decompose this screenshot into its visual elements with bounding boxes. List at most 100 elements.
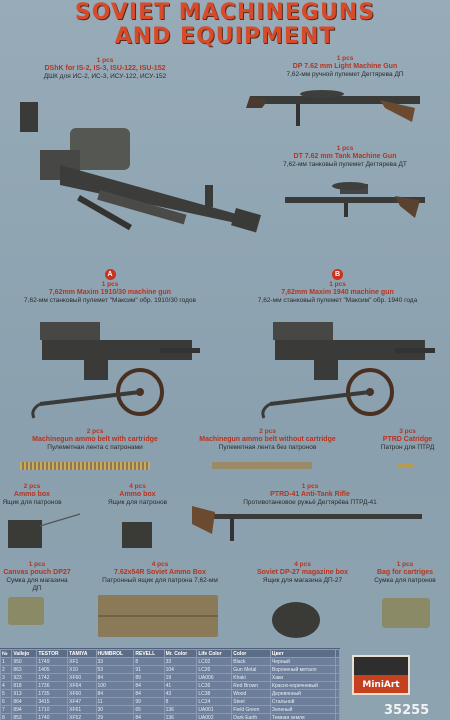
table-cell: 894 (11, 705, 38, 714)
table-cell: 33 (163, 657, 198, 666)
table-header (334, 649, 340, 658)
table-cell: XF1 (67, 657, 97, 666)
table-cell: 84 (133, 681, 165, 690)
table-cell: 99 (133, 697, 165, 706)
belt-without-cartridge-drawing (212, 462, 312, 469)
ammo-box-2-drawing (122, 522, 152, 548)
ptrd-rifle-drawing (192, 506, 422, 541)
table-cell: 864 (11, 697, 38, 706)
table-cell: Khaki (231, 673, 271, 682)
table-cell: 5 (0, 689, 13, 698)
caption-soviet-ammo-box: 4 pcs 7.62x54R Soviet Ammo Box Патронный… (102, 561, 218, 585)
table-cell: 1740 (36, 713, 69, 720)
table-cell: 30 (95, 705, 135, 714)
table-cell (334, 681, 340, 690)
table-cell: 41 (163, 681, 198, 690)
table-cell: Красно-коричневый (269, 681, 336, 690)
table-cell: 19 (163, 673, 198, 682)
table-header: HUMBROL (95, 649, 135, 658)
table-cell: 950 (11, 657, 38, 666)
caption-dp27-magazine-box: 4 pcs Soviet DP-27 magazine box Ящик для… (256, 561, 349, 585)
table-cell: Dark Earth (231, 713, 271, 720)
page-title-line2: AND EQUIPMENT (114, 24, 336, 49)
table-cell: 53 (95, 665, 135, 674)
table-cell: 89 (133, 673, 165, 682)
table-cell: Хаки (269, 673, 336, 682)
page-title-line1: SOVIET MACHINEGUNS (74, 0, 376, 25)
caption-dshk: 1 pcs DShK for IS-2, IS-3, ISU-122, ISU-… (43, 57, 167, 81)
table-cell: 2 (0, 665, 13, 674)
table-cell: Wood (231, 689, 271, 698)
table-cell: UA002 (196, 713, 233, 720)
belt-with-cartridge-drawing (20, 462, 150, 470)
table-cell: Стальной (269, 697, 336, 706)
caption-ammo-box-4pcs: 4 pcs Ammo box Ящик для патронов (107, 483, 168, 507)
caption-dt: 1 pcs DT 7.62 mm Tank Machine Gun 7,62-м… (283, 145, 407, 169)
table-cell: XF52 (67, 713, 97, 720)
table-cell: 863 (11, 665, 38, 674)
table-cell: 84 (95, 673, 135, 682)
table-header: TAMIYA (67, 649, 97, 658)
dp-light-machine-gun-drawing (246, 90, 420, 126)
kit-number: 35255 (384, 703, 430, 718)
miniart-logo: MiniArt (352, 655, 410, 695)
table-header: Life Color (196, 649, 233, 658)
table-cell: Зеленый (269, 705, 336, 714)
table-cell: 818 (11, 681, 38, 690)
table-cell: 923 (11, 673, 38, 682)
table-cell: XF60 (67, 689, 97, 698)
table-cell: LC38 (196, 689, 233, 698)
dt-tank-machine-gun-drawing (285, 182, 425, 218)
table-cell (334, 705, 340, 714)
table-cell: 7 (0, 705, 13, 714)
table-cell: XF64 (67, 681, 97, 690)
table-cell: LC36 (196, 681, 233, 690)
caption-ptrd-cartridge: 3 pcs PTRD Catridge Патрон для ПТРД (380, 428, 435, 452)
table-cell: 84 (95, 689, 135, 698)
table-cell: 84 (133, 689, 165, 698)
table-cell: 136 (163, 705, 198, 714)
table-cell: LC26 (196, 665, 233, 674)
table-cell (334, 697, 340, 706)
table-cell: Деревянный (269, 689, 336, 698)
table-header-row: № Vallejo TESTOR TAMIYA HUMBROL REVELL M… (0, 649, 340, 658)
table-cell: Field Green (231, 705, 271, 714)
table-header: Vallejo (11, 649, 38, 658)
table-cell: Gun Metal (231, 665, 271, 674)
paint-reference-table: № Vallejo TESTOR TAMIYA HUMBROL REVELL M… (0, 648, 340, 720)
maxim-1940-drawing (261, 322, 435, 419)
table-cell: 65 (133, 705, 165, 714)
table-cell: 136 (163, 713, 198, 720)
table-cell: Черный (269, 657, 336, 666)
table-header: № (0, 649, 13, 658)
table-cell (334, 673, 340, 682)
table-cell: 8 (133, 657, 165, 666)
table-cell: 8 (0, 713, 13, 720)
table-cell: Red Brown (231, 681, 271, 690)
table-cell (334, 689, 340, 698)
table-cell: LC24 (196, 697, 233, 706)
table-header: Mr. Color (163, 649, 198, 658)
table-cell: 853 (11, 713, 38, 720)
caption-dp: 1 pcs DP 7.62 mm Light Machine Gun 7,62-… (286, 55, 404, 79)
canvas-pouch-drawing (8, 597, 44, 625)
table-header: Цвет (269, 649, 336, 658)
table-cell: 1749 (36, 657, 69, 666)
table-header: TESTOR (36, 649, 69, 658)
table-cell: 1735 (36, 689, 69, 698)
table-cell: 1736 (36, 681, 69, 690)
caption-belt-with-cartridge: 2 pcs Machinegun ammo belt with cartridg… (32, 428, 158, 452)
table-cell: 1405 (36, 665, 69, 674)
table-header: REVELL (133, 649, 165, 658)
caption-ammo-box-2pcs: 2 pcs Ammo box Ящик для патронов (2, 483, 62, 507)
caption-maxim-1940: B 1 pcs 7,62mm Maxim 1940 machine gun 7,… (257, 269, 418, 305)
caption-belt-without-cartridge: 2 pcs Machinegun ammo belt without cartr… (199, 428, 336, 452)
table-cell: 29 (95, 713, 135, 720)
soviet-ammo-box-drawing (98, 595, 218, 637)
